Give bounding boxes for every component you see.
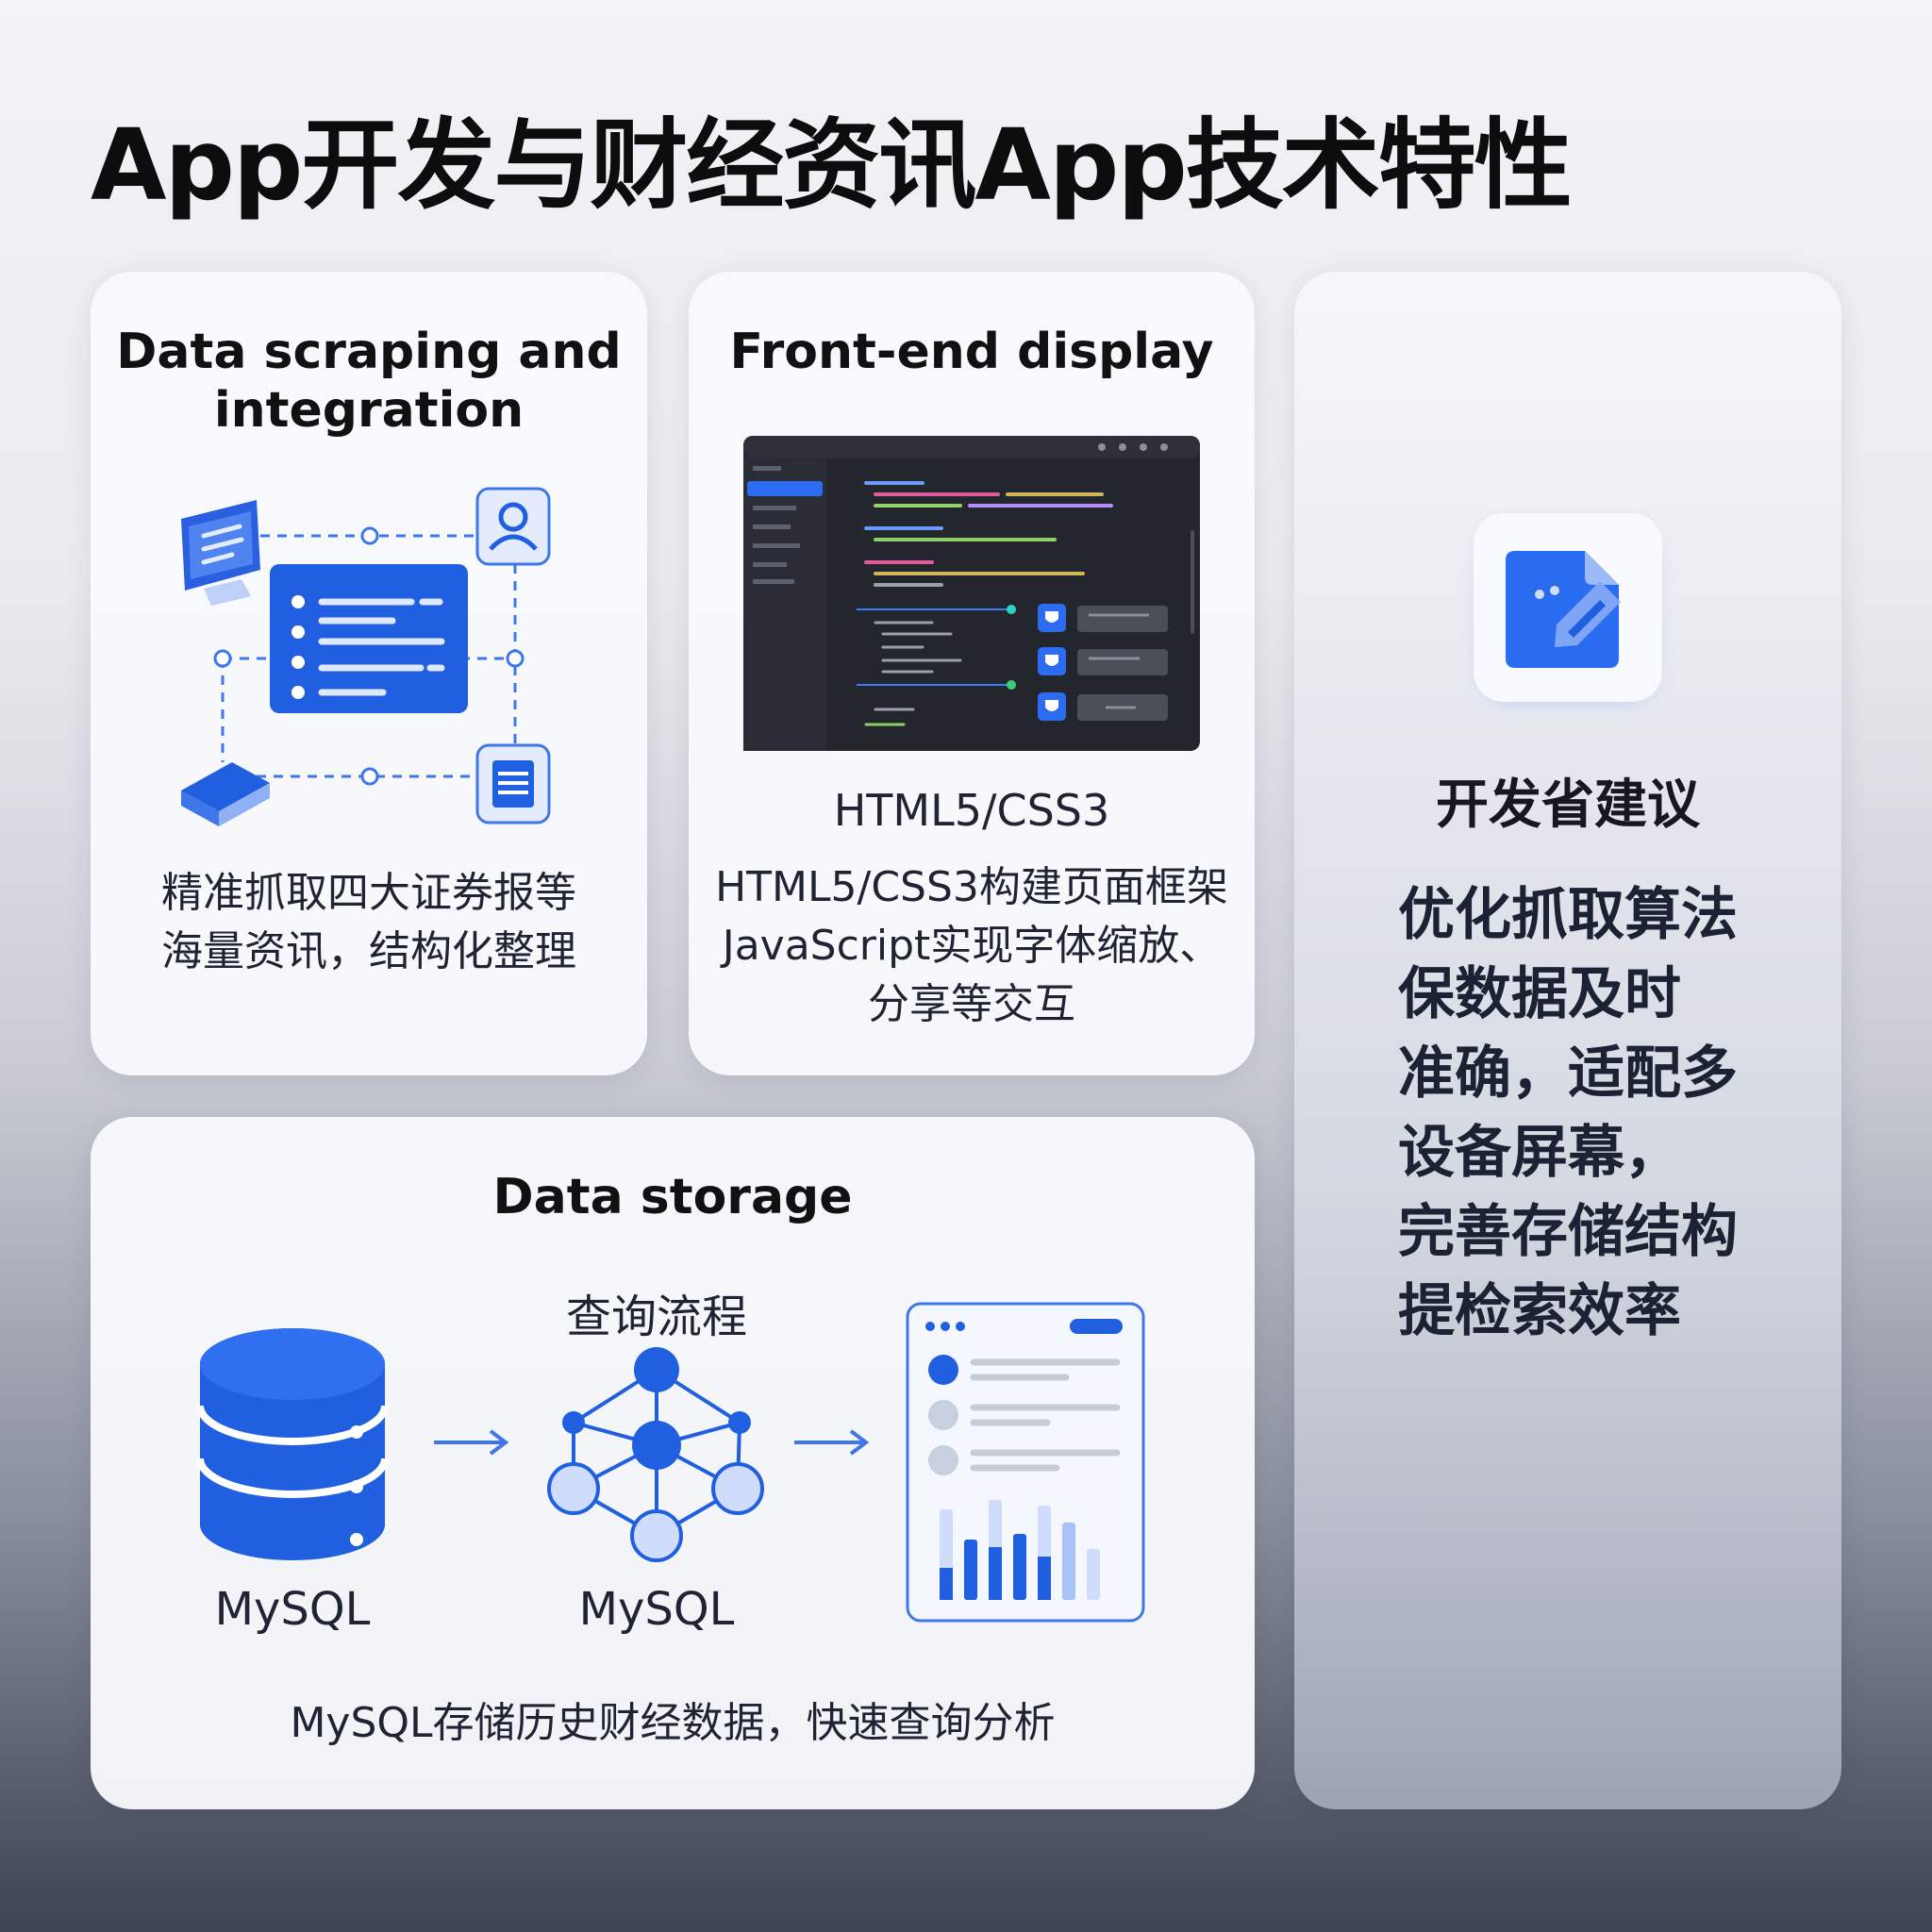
card-title-frontend: Front-end display <box>729 324 1214 380</box>
database-icon <box>196 1328 389 1560</box>
card-data-scraping: Data scraping and integration <box>91 272 647 1075</box>
card-dev-advice: 开发省建议 优化抓取算法 保数据及时 准确，适配多 设备屏幕， 完善存储结构 提… <box>1294 272 1841 1809</box>
frontend-desc-line1: HTML5/CSS3构建页面框架 <box>715 863 1228 911</box>
advice-title: 开发省建议 <box>1436 774 1700 836</box>
user-card-icon <box>475 487 551 566</box>
document-panel-icon <box>270 564 468 713</box>
network-graph-icon <box>547 1347 764 1562</box>
query-flow-label: 查询流程 <box>565 1291 747 1343</box>
mysql-graph-label: MySQL <box>578 1583 735 1636</box>
frontend-desc-line3: 分享等交互 <box>868 980 1075 1028</box>
advice-line: 完善存储结构 <box>1398 1199 1738 1265</box>
frontend-tech-label: HTML5/CSS3 <box>833 785 1110 836</box>
preview-cards <box>1038 604 1168 721</box>
mysql-db-label: MySQL <box>214 1583 371 1636</box>
frontend-desc-line2: JavaScript实现字体缩放、 <box>722 922 1222 970</box>
book-icon <box>181 762 270 826</box>
scraping-desc-line1: 精准抓取四大证券报等 <box>161 869 576 917</box>
advice-body: 优化抓取算法 保数据及时 准确，适配多 设备屏幕， 完善存储结构 提检索效率 <box>1398 875 1804 1351</box>
advice-line: 准确，适配多 <box>1398 1041 1738 1107</box>
document-icon <box>475 743 551 824</box>
dashboard-icon <box>906 1302 1145 1623</box>
advice-line: 提检索效率 <box>1398 1278 1681 1344</box>
monitor-icon <box>181 500 260 606</box>
card-title-storage: Data storage <box>492 1169 853 1225</box>
document-edit-icon <box>1474 513 1662 702</box>
data-integration-illustration <box>181 487 551 826</box>
advice-line: 设备屏幕， <box>1398 1120 1681 1186</box>
card-title-scraping-line2: integration <box>213 382 525 439</box>
scraping-desc-line2: 海量资讯，结构化整理 <box>161 927 576 975</box>
advice-line: 保数据及时 <box>1398 961 1681 1027</box>
storage-desc: MySQL存储历史财经数据，快速查询分析 <box>290 1699 1056 1747</box>
bar-chart-icon <box>940 1500 1100 1600</box>
code-editor-illustration <box>743 436 1200 751</box>
card-title-scraping-line1: Data scraping and <box>116 324 622 380</box>
arrow-right-icon <box>434 1429 509 1456</box>
card-data-storage: Data storage 查询流程 <box>91 1117 1255 1809</box>
page-title: App开发与财经资讯App技术特性 <box>91 108 1573 223</box>
advice-line: 优化抓取算法 <box>1398 882 1738 948</box>
card-frontend-display: Front-end display <box>689 272 1255 1075</box>
arrow-right-icon <box>794 1429 870 1456</box>
